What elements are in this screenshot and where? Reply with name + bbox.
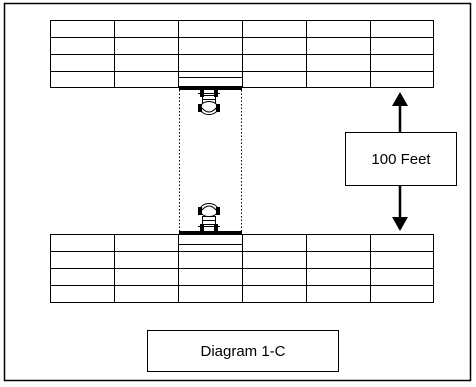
dotted-corridor bbox=[179, 90, 242, 231]
bottom-grid bbox=[50, 234, 434, 303]
diagram-frame bbox=[3, 2, 472, 382]
top-gate bbox=[179, 77, 242, 90]
distance-label: 100 Feet bbox=[371, 151, 431, 168]
arrow-head-up-icon bbox=[392, 92, 408, 106]
arrow-head-down-icon bbox=[392, 217, 408, 231]
distance-label-box bbox=[345, 132, 457, 186]
bottom-gate bbox=[179, 231, 242, 245]
diagram-caption: Diagram 1-C bbox=[200, 343, 285, 360]
bottom-vehicle-icon bbox=[198, 203, 220, 231]
top-vehicle-icon bbox=[198, 90, 220, 115]
caption-box bbox=[147, 330, 339, 372]
